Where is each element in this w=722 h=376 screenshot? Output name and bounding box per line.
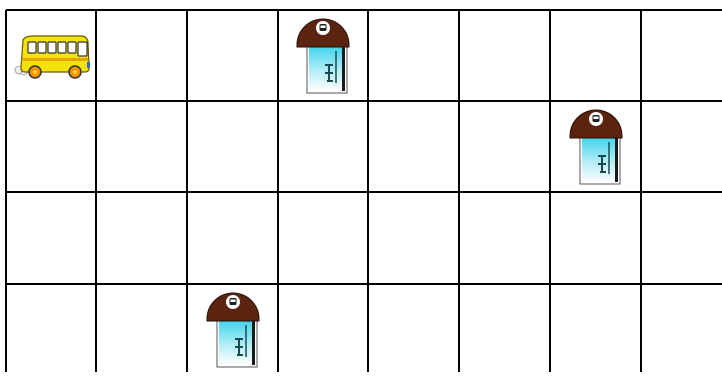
- grid-line: [6, 100, 722, 102]
- grid-cell[interactable]: [278, 192, 368, 284]
- grid-cell[interactable]: [187, 192, 278, 284]
- grid-cell[interactable]: [96, 101, 187, 192]
- grid-cell[interactable]: [459, 284, 550, 376]
- grid-cell[interactable]: [187, 101, 278, 192]
- grid-cell[interactable]: [641, 10, 722, 101]
- grid-cell[interactable]: [641, 192, 722, 284]
- grid-cell[interactable]: [96, 10, 187, 101]
- grid-line: [6, 191, 722, 193]
- grid-cell[interactable]: [6, 192, 96, 284]
- grid-line: [6, 9, 722, 11]
- grid-cell[interactable]: [278, 284, 368, 376]
- grid-cell[interactable]: [459, 101, 550, 192]
- grid-cell[interactable]: [368, 192, 459, 284]
- grid-cell[interactable]: [368, 10, 459, 101]
- bus-stop-icon: [294, 13, 352, 95]
- grid-cell[interactable]: [641, 101, 722, 192]
- grid-cell[interactable]: [459, 192, 550, 284]
- grid-cell[interactable]: [368, 284, 459, 376]
- bus-icon: [11, 32, 91, 80]
- bus-stop-icon: [567, 104, 625, 186]
- bus-stop-icon: [204, 287, 262, 369]
- grid-cell[interactable]: [368, 101, 459, 192]
- grid-cell[interactable]: [641, 284, 722, 376]
- grid-cell[interactable]: [96, 192, 187, 284]
- grid-cell[interactable]: [459, 10, 550, 101]
- grid-cell[interactable]: [6, 101, 96, 192]
- grid-cell[interactable]: [278, 101, 368, 192]
- grid-cell[interactable]: [550, 284, 641, 376]
- grid-cell[interactable]: [187, 10, 278, 101]
- grid-cell[interactable]: [550, 192, 641, 284]
- grid-cell[interactable]: [96, 284, 187, 376]
- grid-cell[interactable]: [550, 10, 641, 101]
- grid-line: [6, 283, 722, 285]
- grid-cell[interactable]: [6, 284, 96, 376]
